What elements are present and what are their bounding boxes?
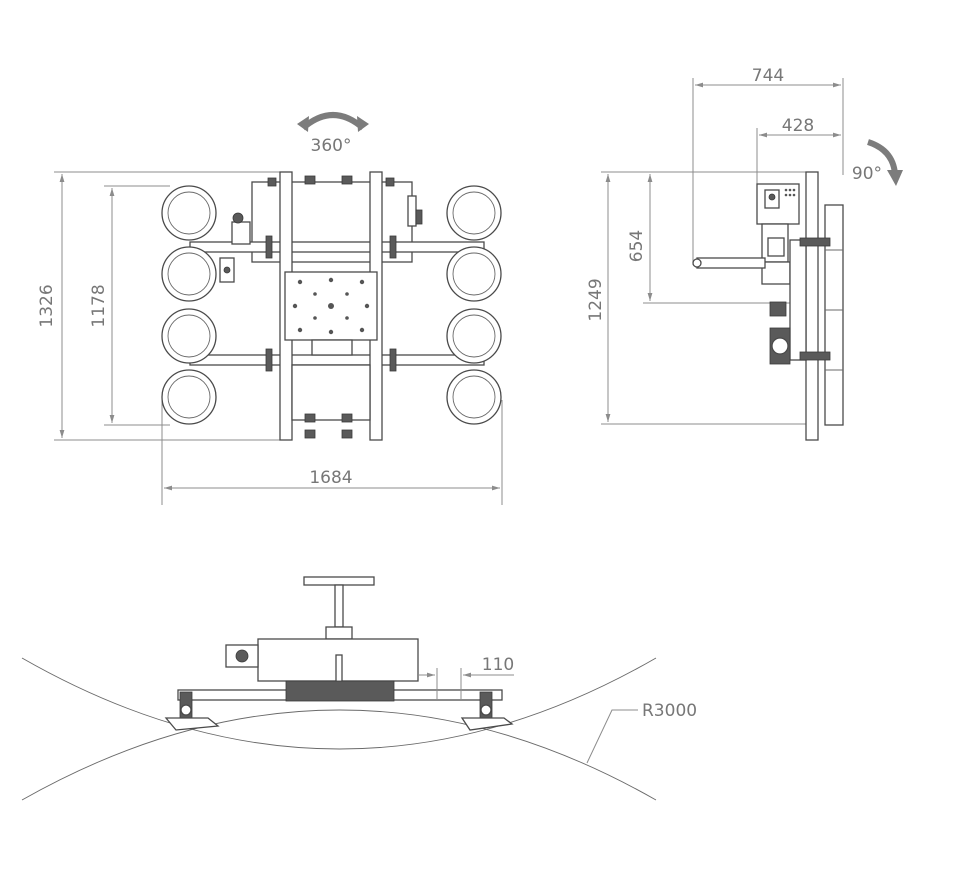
rotation-90-label: 90° <box>852 164 882 184</box>
t-handle <box>303 576 375 586</box>
dimension-428-label: 428 <box>782 116 814 136</box>
dimension-654: 654 <box>627 171 790 304</box>
dimension-1178-label: 1178 <box>89 284 109 327</box>
suction-cup <box>446 185 502 241</box>
suction-cups <box>161 185 502 425</box>
curved-surface-upper <box>21 657 657 750</box>
dimension-1684: 1684 <box>161 400 503 505</box>
dimension-428: 428 <box>756 116 841 185</box>
dimension-654-label: 654 <box>627 230 647 262</box>
suction-cup <box>161 246 217 302</box>
dimension-1326-label: 1326 <box>37 284 57 327</box>
dimension-1178: 1178 <box>89 185 170 426</box>
dimension-744-label: 744 <box>752 66 784 86</box>
vertical-frame <box>805 171 819 441</box>
rotation-90-icon <box>866 139 903 186</box>
handle-arm <box>696 257 766 269</box>
suction-cup <box>446 308 502 364</box>
lower-crossbar <box>189 354 485 366</box>
dimension-1684-label: 1684 <box>309 468 352 488</box>
suction-cup <box>446 246 502 302</box>
dimension-1326: 1326 <box>37 171 290 441</box>
dimension-110-label: 110 <box>482 655 514 675</box>
dimension-110: 110 <box>418 655 514 700</box>
curved-surface-lower <box>21 709 657 801</box>
radius-label: R3000 <box>642 701 697 721</box>
radius-leader: R3000 <box>586 701 697 764</box>
front-view: 110 R3000 <box>21 576 697 801</box>
suction-cup <box>161 369 217 425</box>
suction-cup <box>446 369 502 425</box>
rotation-360-label: 360° <box>311 136 352 156</box>
suction-cup <box>161 308 217 364</box>
dimension-1249: 1249 <box>586 171 810 425</box>
rotation-360-icon <box>297 112 369 132</box>
dimension-1249-label: 1249 <box>586 278 606 321</box>
suction-cup <box>161 185 217 241</box>
side-view: 744 428 1249 654 90° <box>586 66 903 441</box>
top-view: 360° 1326 1178 1684 <box>37 112 503 505</box>
